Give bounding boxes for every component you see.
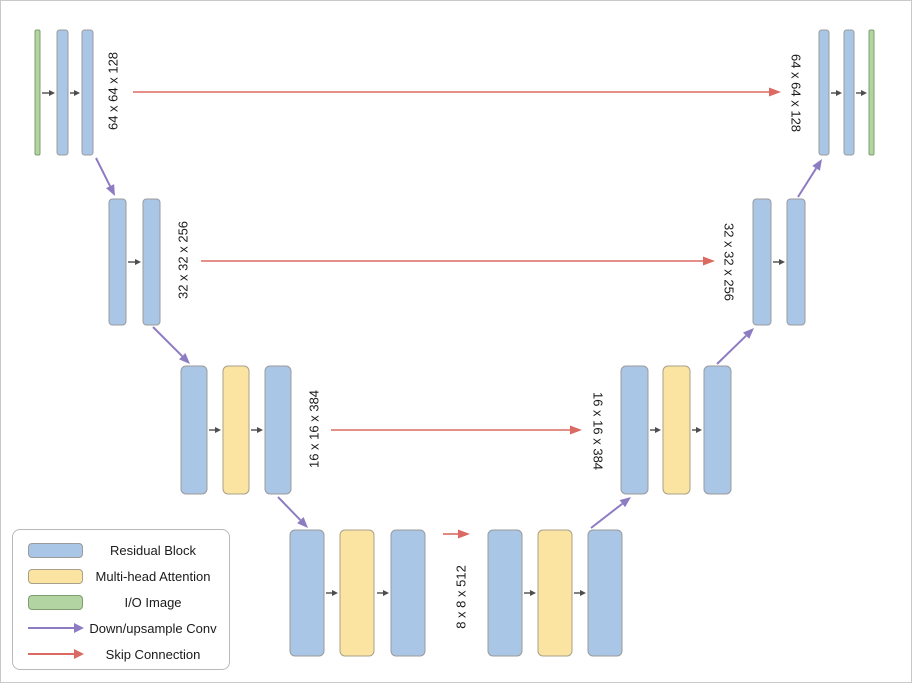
skip-connection-arrow-head: [458, 529, 470, 539]
residual-block-bar: [818, 29, 830, 156]
residual-block-bar: [703, 365, 732, 495]
flow-arrow-head: [215, 427, 221, 433]
down-upsample-arrow-head: [106, 184, 115, 196]
down-upsample-arrow: [797, 167, 817, 198]
flow-arrow-head: [530, 590, 536, 596]
flow-arrow-head: [580, 590, 586, 596]
down-upsample-arrow: [277, 496, 302, 521]
flow-arrow-head: [696, 427, 702, 433]
attention-bar: [339, 529, 375, 657]
dimension-label: 16 x 16 x 384: [591, 392, 606, 470]
legend-item-io-image: I/O Image: [13, 589, 229, 615]
skip-connection-arrow-icon: [28, 649, 84, 659]
down-upsample-arrow-icon: [28, 623, 84, 633]
legend-item-down-upsample-conv: Down/upsample Conv: [13, 615, 229, 641]
residual-block-bar: [620, 365, 649, 495]
legend-label: Multi-head Attention: [95, 568, 211, 584]
legend-label: I/O Image: [124, 594, 182, 610]
attention-bar: [662, 365, 691, 495]
io-image-swatch: [28, 594, 83, 610]
residual-block-bar: [843, 29, 855, 156]
residual-block-bar: [264, 365, 292, 495]
down-upsample-arrow: [590, 502, 623, 529]
legend: Residual Block Multi-head Attention I/O …: [12, 529, 230, 670]
io-image-bar: [868, 29, 875, 156]
flow-arrow-head: [49, 90, 55, 96]
legend-label: Residual Block: [110, 542, 196, 558]
residual-block-bar: [180, 365, 208, 495]
down-upsample-arrow: [716, 334, 747, 365]
residual-block-bar: [142, 198, 161, 326]
down-upsample-arrow: [95, 157, 111, 187]
down-upsample-arrow-head: [812, 159, 822, 171]
flow-arrow-head: [861, 90, 867, 96]
dimension-label: 64 x 64 x 128: [789, 54, 804, 132]
legend-item-skip-connection: Skip Connection: [13, 641, 229, 667]
dimension-label: 32 x 32 x 256: [176, 221, 191, 299]
legend-label: Skip Connection: [105, 646, 201, 662]
attention-bar: [222, 365, 250, 495]
residual-block-bar: [752, 198, 772, 326]
flow-arrow-head: [135, 259, 141, 265]
down-upsample-arrow: [152, 326, 183, 357]
legend-item-multi-head-attention: Multi-head Attention: [13, 563, 229, 589]
skip-connection-arrow-head: [570, 425, 582, 435]
residual-block-swatch: [28, 542, 83, 558]
flow-arrow-head: [655, 427, 661, 433]
dimension-label: 64 x 64 x 128: [106, 52, 121, 130]
down-upsample-arrow-head: [297, 516, 308, 528]
residual-block-bar: [108, 198, 127, 326]
flow-arrow-head: [257, 427, 263, 433]
io-image-bar: [34, 29, 41, 156]
residual-block-bar: [587, 529, 623, 657]
down-upsample-arrow-head: [742, 328, 754, 339]
down-upsample-arrow-head: [179, 353, 190, 364]
flow-arrow-head: [779, 259, 785, 265]
residual-block-bar: [487, 529, 523, 657]
flow-arrow-head: [74, 90, 80, 96]
dimension-label: 32 x 32 x 256: [722, 223, 737, 301]
legend-item-residual-block: Residual Block: [13, 537, 229, 563]
residual-block-bar: [81, 29, 94, 156]
residual-block-bar: [56, 29, 69, 156]
skip-connection-arrow-head: [769, 87, 781, 97]
residual-block-bar: [390, 529, 426, 657]
down-upsample-arrow-head: [619, 497, 631, 508]
legend-label: Down/upsample Conv: [89, 620, 217, 636]
attention-swatch: [28, 568, 83, 584]
residual-block-bar: [289, 529, 325, 657]
flow-arrow-head: [836, 90, 842, 96]
dimension-label: 8 x 8 x 512: [454, 565, 469, 629]
flow-arrow-head: [383, 590, 389, 596]
dimension-label: 16 x 16 x 384: [307, 390, 322, 468]
skip-connection-arrow-head: [703, 256, 715, 266]
flow-arrow-head: [332, 590, 338, 596]
residual-block-bar: [786, 198, 806, 326]
attention-bar: [537, 529, 573, 657]
